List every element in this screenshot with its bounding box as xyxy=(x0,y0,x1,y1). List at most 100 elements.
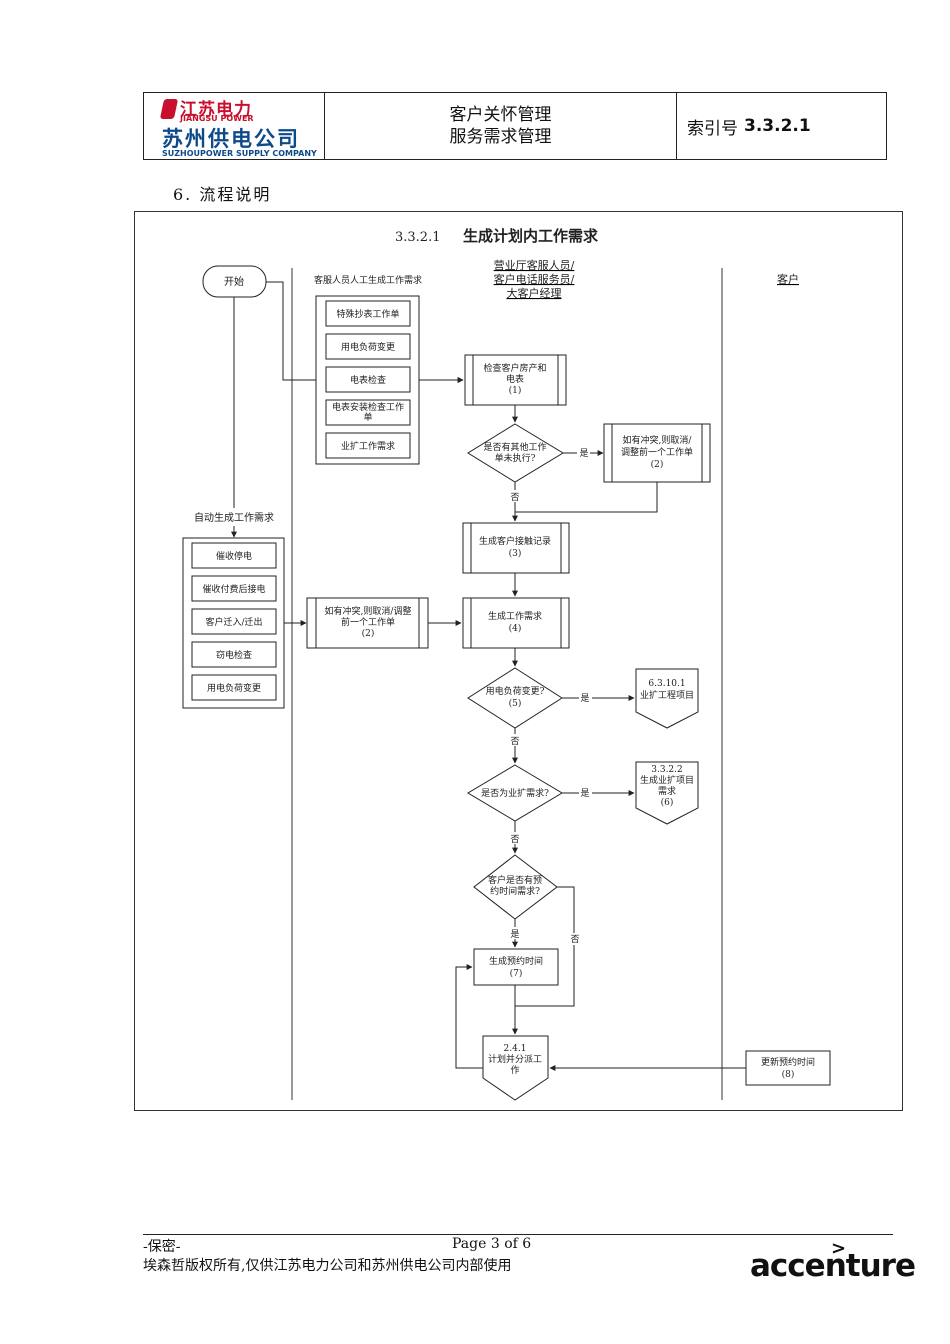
decision-other-orders xyxy=(467,423,564,483)
step2-left-line2: 前一个工作单 xyxy=(341,616,395,628)
yes-label: 是 xyxy=(579,448,588,459)
step2-top-number: (2) xyxy=(651,459,664,470)
decision5-number: (5) xyxy=(509,698,522,709)
lane-label-customer: 客户 xyxy=(777,272,799,286)
step3-box xyxy=(462,522,570,574)
auto-item-move: 客户迁入/迁出 xyxy=(205,616,262,628)
step2-top-box xyxy=(603,423,711,483)
manual-item-meter-install-2: 单 xyxy=(363,411,372,423)
step4-number: (4) xyxy=(509,623,522,634)
company-en: SUZHOUPOWER SUPPLY COMPANY xyxy=(162,149,317,158)
auto-item-load-change: 用电负荷变更 xyxy=(207,682,261,694)
flowchart-frame xyxy=(134,211,903,1111)
flow-title: 生成计划内工作需求 xyxy=(463,227,599,245)
manual-item-load-change: 用电负荷变更 xyxy=(341,341,395,353)
yes-label: 是 xyxy=(510,929,519,940)
ref-2-4-1-line1: 计划并分派工 xyxy=(488,1053,542,1065)
footer-copyright: 埃森哲版权所有,仅供江苏电力公司和苏州供电公司内部使用 xyxy=(143,1258,512,1274)
offpage-ref-3-3-2-2 xyxy=(635,761,699,825)
manual-item-box xyxy=(325,366,411,393)
index-label: 索引号 xyxy=(687,118,738,139)
ref-3-3-2-2-step: (6) xyxy=(661,797,674,808)
step3-number: (3) xyxy=(509,548,522,559)
step7-box xyxy=(473,948,559,986)
manual-item-meter-install-1: 电表安装检查工作 xyxy=(332,401,404,413)
yes-label: 是 xyxy=(580,788,589,799)
company-logo: 江苏电力 JIANGSU POWER 苏州供电公司 SUZHOUPOWER SU… xyxy=(144,93,325,159)
yes-label: 是 xyxy=(580,693,589,704)
step2-top-line2: 调整前一个工作单 xyxy=(621,446,693,458)
footer-confidential: -保密- xyxy=(143,1239,181,1255)
decision-appt-line2: 约时间需求? xyxy=(490,885,540,897)
step2-left-line1: 如有冲突,则取消/调整 xyxy=(325,605,412,617)
step1-box xyxy=(464,354,567,406)
ref-2-4-1-line2: 作 xyxy=(510,1064,519,1076)
connector-step2-merge xyxy=(515,482,658,513)
no-label: 否 xyxy=(510,834,519,845)
footer-page-number: Page 3 of 6 xyxy=(452,1236,532,1252)
ref-2-4-1-number: 2.4.1 xyxy=(504,1044,527,1054)
step1-number: (1) xyxy=(509,385,522,396)
manual-item-business-expansion: 业扩工作需求 xyxy=(341,440,395,452)
ref-3-3-2-2-line1: 生成业扩项目 xyxy=(640,774,694,786)
ref-6-3-10-1-number: 6.3.10.1 xyxy=(648,679,685,689)
decision-load-change xyxy=(467,667,563,729)
flow-title-number: 3.3.2.1 xyxy=(395,230,440,245)
step1-line1: 检查客户房产和 xyxy=(483,362,546,374)
offpage-ref-6-3-10-1 xyxy=(635,668,699,729)
decision5-line1: 用电负荷变更? xyxy=(486,685,545,697)
start-label: 开始 xyxy=(224,275,244,288)
lane-label-mid-2: 客户电话服务员/ xyxy=(494,272,575,286)
step4-box xyxy=(462,597,570,649)
index-value: 3.3.2.1 xyxy=(744,116,811,136)
step2-left-number: (2) xyxy=(362,628,375,639)
step3-line1: 生成客户接触记录 xyxy=(479,535,551,547)
step8-number: (8) xyxy=(782,1069,795,1080)
auto-item-box xyxy=(191,608,277,635)
decision-biz-text: 是否为业扩需求? xyxy=(481,787,549,799)
ref-3-3-2-2-line2: 需求 xyxy=(658,785,676,797)
auto-item-box xyxy=(191,674,277,701)
offpage-ref-2-4-1 xyxy=(482,1035,549,1101)
ref-3-3-2-2-number: 3.3.2.2 xyxy=(651,765,683,775)
section-heading: 6. 流程说明 xyxy=(173,185,272,204)
decision-other-line2: 单未执行? xyxy=(495,452,536,464)
no-label: 否 xyxy=(510,736,519,747)
decision-appt-line1: 客户是否有预 xyxy=(488,874,542,886)
auto-item-dunning-cutoff: 催收停电 xyxy=(216,550,252,562)
auto-item-box xyxy=(191,641,277,668)
step7-line1: 生成预约时间 xyxy=(489,955,543,967)
index-cell: 索引号 3.3.2.1 xyxy=(677,93,886,159)
decision-other-line1: 是否有其他工作 xyxy=(483,441,546,453)
manual-item-box xyxy=(325,300,411,327)
company-cn: 苏州供电公司 xyxy=(162,127,300,151)
manual-item-box xyxy=(325,432,411,459)
lane-label-mid-3: 大客户经理 xyxy=(507,286,562,300)
header-table: 江苏电力 JIANGSU POWER 苏州供电公司 SUZHOUPOWER SU… xyxy=(143,92,887,160)
doc-title-line1: 客户关怀管理 xyxy=(449,105,552,125)
manual-item-box xyxy=(325,333,411,360)
step1-line2: 电表 xyxy=(506,373,524,385)
doc-title-line2: 服务需求管理 xyxy=(449,127,552,147)
accenture-logo: accenture xyxy=(750,1248,916,1284)
step2-top-line1: 如有冲突,则取消/ xyxy=(623,434,693,446)
logo-en: JIANGSU POWER xyxy=(180,114,254,123)
auto-label: 自动生成工作需求 xyxy=(194,511,274,524)
auto-item-reconnect: 催收付费后接电 xyxy=(202,583,265,595)
manual-item-special-reading: 特殊抄表工作单 xyxy=(336,308,399,320)
manual-item-box xyxy=(325,399,411,426)
lane-label-mid-1: 营业厅客服人员/ xyxy=(494,258,575,272)
accenture-mark-icon: > xyxy=(831,1238,847,1259)
step7-number: (7) xyxy=(510,968,523,979)
step8-box xyxy=(745,1050,831,1086)
manual-item-meter-check: 电表检查 xyxy=(350,374,386,386)
logo-cn: 江苏电力 xyxy=(180,100,252,120)
no-label: 否 xyxy=(570,934,579,945)
doc-title: 客户关怀管理 服务需求管理 xyxy=(325,93,677,159)
auto-item-theft-check: 窃电检查 xyxy=(216,649,252,661)
footer-divider xyxy=(143,1234,893,1235)
ref-6-3-10-1-text: 业扩工程项目 xyxy=(640,689,694,701)
step4-line1: 生成工作需求 xyxy=(488,610,542,622)
lane-label-manual: 客服人员人工生成工作需求 xyxy=(314,274,422,286)
connector-appt-no xyxy=(515,886,575,1007)
